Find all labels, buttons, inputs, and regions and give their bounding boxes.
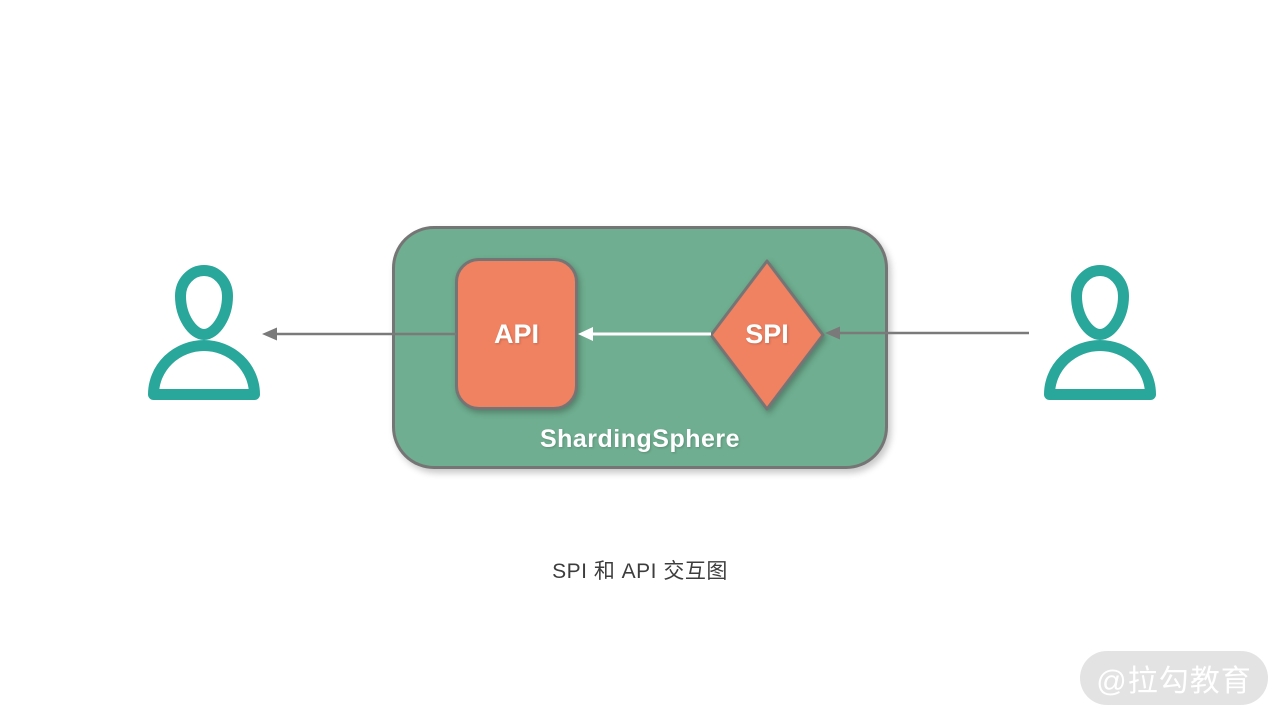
- watermark-label: @拉勾教育: [1096, 665, 1252, 698]
- right-person-icon: [1044, 265, 1156, 400]
- shardingsphere-label: ShardingSphere: [539, 425, 741, 453]
- api-node-label: API: [493, 318, 539, 349]
- left-person-icon: [148, 265, 260, 400]
- watermark-badge: @拉勾教育: [1080, 651, 1268, 705]
- diagram-caption: SPI 和 API 交互图: [552, 560, 728, 583]
- spi-node-label: SPI: [745, 319, 789, 349]
- api-node: API: [455, 258, 578, 410]
